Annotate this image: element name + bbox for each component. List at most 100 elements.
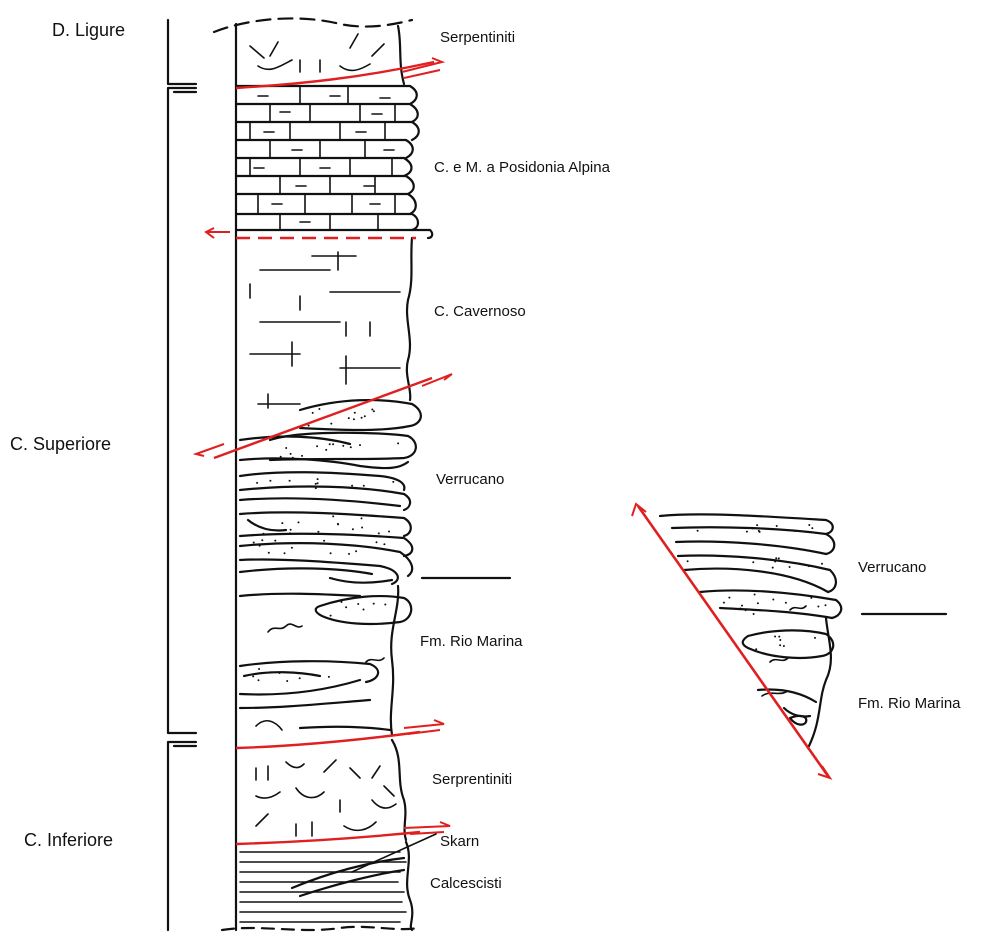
stipple-dot: [258, 679, 260, 681]
stipple-dot: [817, 606, 819, 608]
stipple-dot: [342, 445, 344, 447]
stipple-dot: [756, 524, 758, 526]
stipple-dot: [794, 530, 796, 532]
stipple-dot: [259, 545, 261, 547]
stipple-dot: [779, 644, 781, 646]
label-serpentiniti-top: Serpentiniti: [440, 29, 515, 46]
stipple-dot: [789, 566, 791, 568]
label-verrucano: Verrucano: [436, 471, 504, 488]
stipple-dot: [279, 672, 281, 674]
stipple-dot: [754, 594, 756, 596]
stipple-dot: [741, 605, 743, 607]
stipple-dot: [348, 417, 350, 419]
stipple-dot: [388, 531, 390, 533]
verrucano-beds: [240, 400, 421, 584]
label-serpentiniti-lower: Serprentiniti: [432, 771, 512, 788]
stipple-dot: [332, 515, 334, 517]
label-cavernoso: C. Cavernoso: [434, 303, 526, 320]
stipple-dot: [361, 417, 363, 419]
stipple-dot: [341, 601, 343, 603]
stipple-dot: [337, 523, 339, 525]
label-posidonia: C. e M. a Posidonia Alpina: [434, 159, 611, 176]
serpentiniti-lower-beds: [256, 740, 406, 840]
stipple-dot: [772, 567, 774, 569]
stipple-dot: [774, 561, 776, 563]
unit-label-superiore: C. Superiore: [10, 434, 111, 454]
stipple-dot: [252, 675, 254, 677]
stipple-dot: [323, 540, 325, 542]
stipple-dot: [290, 453, 292, 455]
stipple-dot: [317, 482, 319, 484]
stipple-dot: [371, 409, 373, 411]
stipple-dot: [759, 531, 761, 533]
stipple-dot: [728, 597, 730, 599]
stipple-dot: [752, 561, 754, 563]
label-skarn: Skarn: [440, 833, 479, 850]
stipple-dot: [286, 680, 288, 682]
stipple-dot: [785, 602, 787, 604]
stipple-dot: [345, 606, 347, 608]
stipple-dot: [317, 478, 319, 480]
cavernoso-beds: [250, 238, 412, 408]
stipple-dot: [745, 609, 747, 611]
stipple-dot: [774, 636, 776, 638]
stipple-dot: [383, 543, 385, 545]
stipple-dot: [402, 426, 404, 428]
stipple-dot: [384, 604, 386, 606]
detail-label-verrucano: Verrucano: [858, 559, 926, 576]
stipple-dot: [739, 608, 741, 610]
stipple-dot: [328, 676, 330, 678]
stipple-dot: [757, 602, 759, 604]
stipple-dot: [783, 645, 785, 647]
stipple-dot: [779, 639, 781, 641]
stipple-dot: [364, 415, 366, 417]
stipple-dot: [274, 540, 276, 542]
unit-label-ligure: D. Ligure: [52, 20, 125, 40]
stipple-dot: [289, 480, 291, 482]
stipple-dot: [301, 455, 303, 457]
stipple-dot: [743, 556, 745, 558]
stipple-dot: [814, 637, 816, 639]
stipple-dot: [298, 521, 300, 523]
stipple-dot: [330, 423, 332, 425]
stipple-dot: [312, 412, 314, 414]
stipple-dot: [318, 408, 320, 410]
stipple-dot: [348, 553, 350, 555]
stipple-dot: [357, 603, 359, 605]
stipple-dot: [317, 531, 319, 533]
stipple-dot: [376, 541, 378, 543]
stipple-dot: [316, 445, 318, 447]
stipple-dot: [723, 602, 725, 604]
stipple-dot: [353, 418, 355, 420]
stipple-dot: [753, 613, 755, 615]
stipple-dot: [755, 648, 757, 650]
stipple-dot: [355, 550, 357, 552]
stipple-dot: [330, 615, 332, 617]
stipple-dot: [262, 533, 264, 535]
stipple-dot: [350, 446, 352, 448]
stipple-dot: [378, 532, 380, 534]
stipple-dot: [821, 563, 823, 565]
stipple-dot: [258, 668, 260, 670]
stipple-dot: [778, 636, 780, 638]
stipple-dot: [363, 609, 365, 611]
stipple-dot: [292, 457, 294, 459]
stipple-dot: [261, 539, 263, 541]
stipple-dot: [776, 525, 778, 527]
stipple-dot: [354, 412, 356, 414]
stipple-dot: [289, 532, 291, 534]
stipple-dot: [291, 547, 293, 549]
stipple-dot: [811, 527, 813, 529]
stipple-dot: [250, 522, 252, 524]
stipple-dot: [268, 552, 270, 554]
stipple-dot: [308, 425, 310, 427]
stipple-dot: [269, 480, 271, 482]
stipple-dot: [825, 604, 827, 606]
stipple-dot: [397, 442, 399, 444]
stipple-dot: [256, 482, 258, 484]
stipple-dot: [747, 569, 749, 571]
stipple-dot: [280, 456, 282, 458]
stipple-dot: [772, 599, 774, 601]
